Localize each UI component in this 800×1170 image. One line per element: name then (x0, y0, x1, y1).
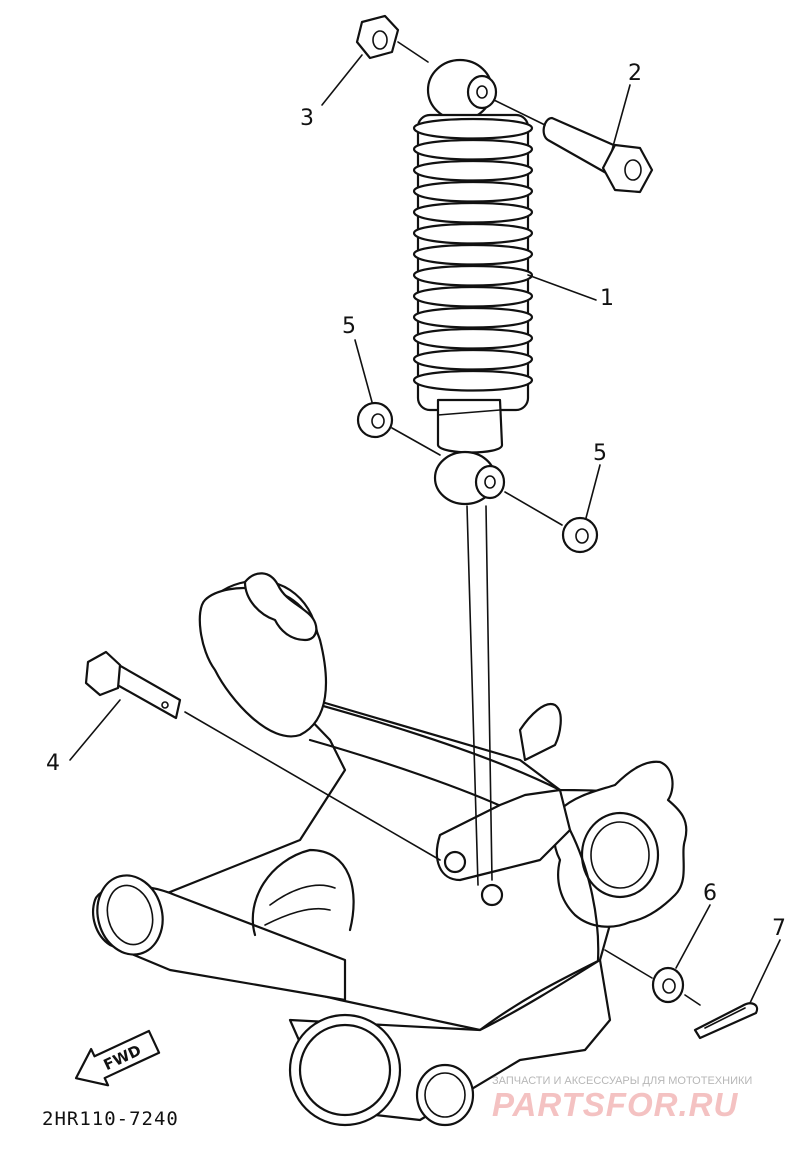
spring-coil (412, 138, 534, 161)
callout-2: 2 (628, 61, 642, 86)
callout-7: 7 (772, 916, 786, 941)
drawing-code: 2HR110-7240 (42, 1108, 179, 1130)
swingarm (92, 572, 688, 1127)
callout-5-lower: 5 (593, 441, 607, 466)
washer-lower (561, 516, 599, 554)
callout-1: 1 (600, 286, 614, 311)
callout-3: 3 (300, 106, 314, 131)
callout-5-upper: 5 (342, 314, 356, 339)
shock-absorber (412, 58, 534, 506)
leader-lines (69, 54, 781, 1004)
spring-coil (412, 180, 534, 203)
washer-upper (356, 401, 394, 439)
axle-washer (651, 966, 685, 1004)
spring-coil (412, 222, 534, 245)
spring-coil (412, 117, 534, 140)
pivot-bolt (84, 650, 182, 720)
callout-6: 6 (703, 881, 717, 906)
shock-upper-bolt (542, 116, 654, 194)
spring-coil (412, 159, 534, 182)
assembly-lines (184, 41, 701, 1006)
spring-coil (412, 201, 534, 224)
watermark-tagline: ЗАПЧАСТИ И АКСЕССУАРЫ ДЛЯ МОТОТЕХНИКИ (492, 1075, 753, 1087)
spring-coil (412, 285, 534, 308)
callout-4: 4 (46, 751, 60, 776)
spring-coil (412, 243, 534, 266)
spring-coil (412, 264, 534, 287)
spring-coil (412, 327, 534, 350)
cotter-pin (693, 1002, 759, 1040)
spring-coil (412, 306, 534, 329)
shock-upper-nut (355, 14, 400, 60)
fwd-arrow: FWD (74, 1029, 161, 1087)
watermark-brand: PARTSFOR.RU (492, 1086, 739, 1123)
callouts: 1 2 3 4 5 5 6 7 (46, 61, 786, 941)
spring-coil (412, 348, 534, 371)
spring-coil (412, 369, 534, 392)
